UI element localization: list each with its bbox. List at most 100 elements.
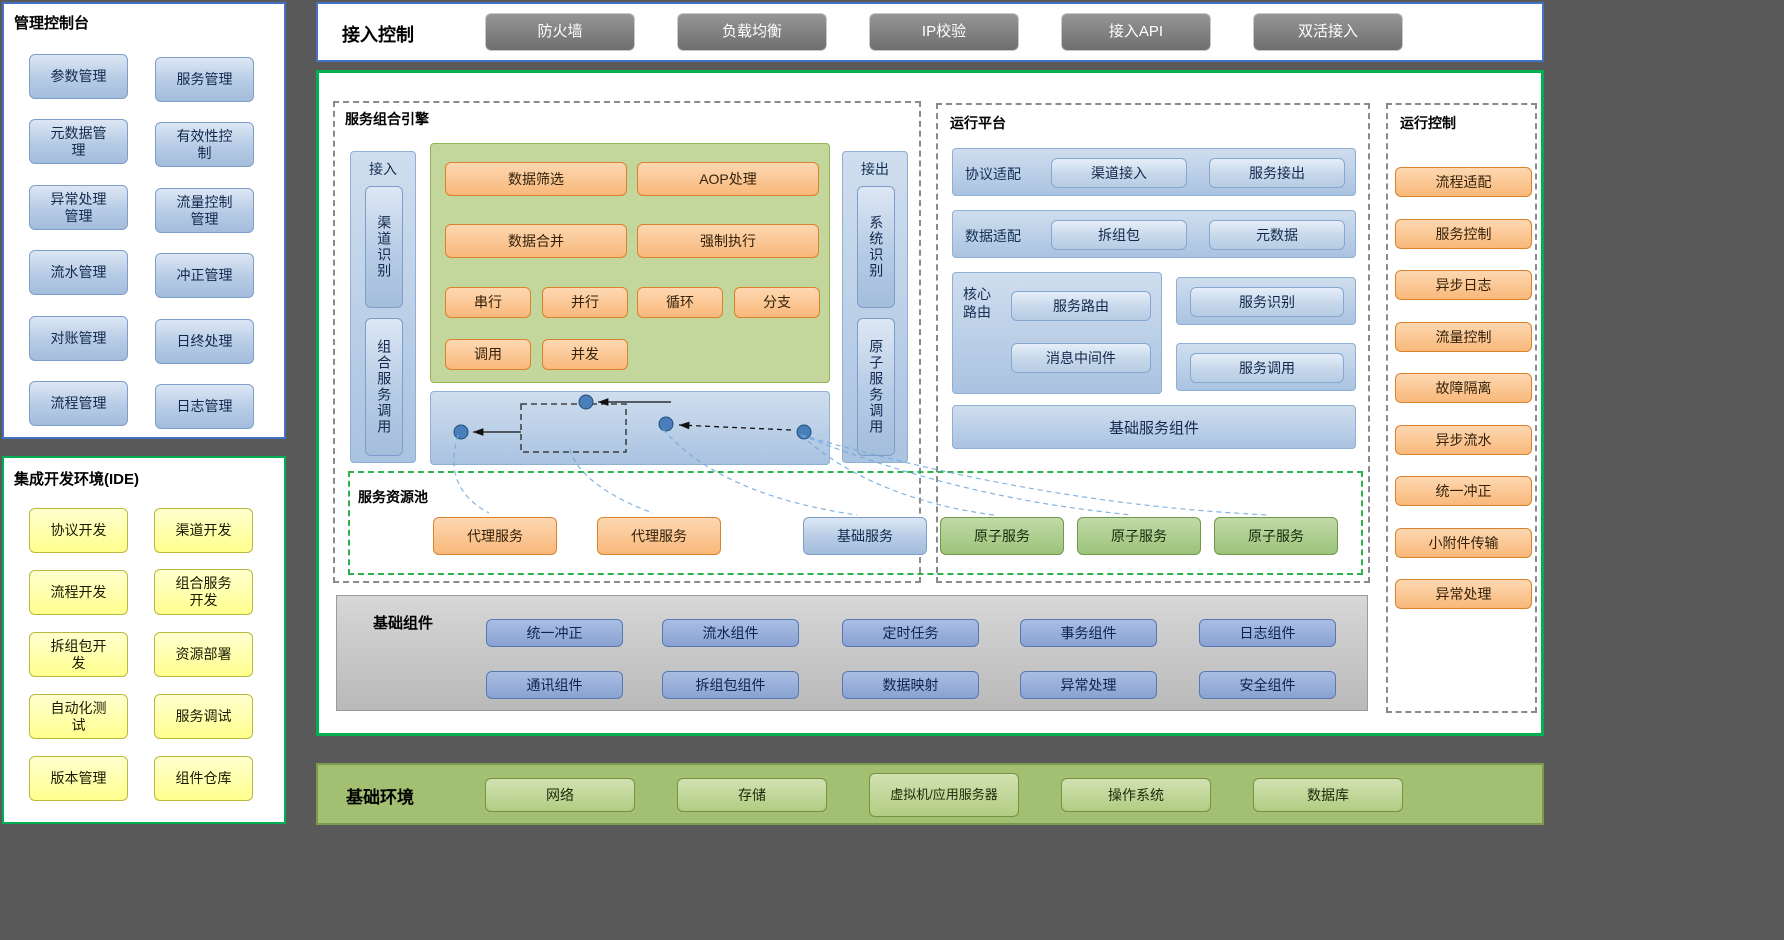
core-routing-label: 核心路由 — [963, 286, 991, 321]
control-node: 异步日志 — [1395, 270, 1532, 300]
engine-op-node: 调用 — [445, 339, 531, 370]
runtime-control-box: 运行控制 流程适配 服务控制 异步日志 流量控制 故障隔离 异步流水 统一冲正 … — [1386, 103, 1537, 713]
ide-node: 渠道开发 — [154, 508, 253, 553]
resource-pool-title: 服务资源池 — [358, 489, 428, 505]
engine-op-node: 串行 — [445, 287, 531, 318]
engine-op-node: 数据筛选 — [445, 162, 627, 196]
engine-inbound-node: 渠道识别 — [365, 186, 403, 308]
base-components-box: 基础组件 统一冲正 流水组件 定时任务 事务组件 日志组件 通讯组件 拆组包组件… — [336, 595, 1368, 711]
flow-diagram-box — [430, 391, 830, 465]
data-adapt-label: 数据适配 — [965, 228, 1021, 244]
control-node: 统一冲正 — [1395, 476, 1532, 506]
management-console-title: 管理控制台 — [14, 15, 90, 32]
engine-op-node: 并发 — [542, 339, 628, 370]
control-node: 小附件传输 — [1395, 528, 1532, 558]
core-routing-box: 核心路由 服务路由 消息中间件 — [952, 272, 1162, 394]
ide-node: 流程开发 — [29, 570, 128, 615]
console-node: 服务管理 — [155, 57, 254, 102]
engine-outbound-node: 系统识别 — [857, 186, 895, 308]
engine-title: 服务组合引擎 — [345, 111, 429, 127]
runtime-platform-title: 运行平台 — [950, 115, 1006, 131]
main-architecture-panel: 服务组合引擎 接入 渠道识别 组合服务调用 数据筛选 AOP处理 数据合并 强制… — [316, 70, 1544, 736]
pool-proxy-node: 代理服务 — [597, 517, 721, 555]
console-node: 流量控制管理 — [155, 188, 254, 233]
ide-node: 协议开发 — [29, 508, 128, 553]
environment-node: 虚拟机/应用服务器 — [869, 773, 1019, 817]
management-console-panel: 管理控制台 参数管理 元数据管理 异常处理管理 流水管理 对账管理 流程管理 服… — [2, 2, 286, 439]
component-node: 异常处理 — [1020, 671, 1157, 699]
data-adapt-row: 数据适配 拆组包 元数据 — [952, 210, 1356, 258]
engine-op-node: 循环 — [637, 287, 723, 318]
environment-node: 操作系统 — [1061, 778, 1211, 812]
component-node: 事务组件 — [1020, 619, 1157, 647]
service-identify-box: 服务识别 — [1176, 277, 1356, 325]
control-node: 异步流水 — [1395, 425, 1532, 455]
platform-node: 服务接出 — [1209, 158, 1345, 188]
control-node: 异常处理 — [1395, 579, 1532, 609]
ide-node: 拆组包开发 — [29, 632, 128, 677]
component-node: 数据映射 — [842, 671, 979, 699]
base-environment-bar: 基础环境 网络 存储 虚拟机/应用服务器 操作系统 数据库 — [316, 763, 1544, 825]
platform-node: 渠道接入 — [1051, 158, 1187, 188]
component-node: 通讯组件 — [486, 671, 623, 699]
access-node: 双活接入 — [1253, 13, 1403, 51]
environment-node: 网络 — [485, 778, 635, 812]
access-node: 负载均衡 — [677, 13, 827, 51]
runtime-control-title: 运行控制 — [1400, 115, 1456, 131]
ide-node: 资源部署 — [154, 632, 253, 677]
environment-node: 数据库 — [1253, 778, 1403, 812]
platform-node: 服务路由 — [1011, 291, 1151, 321]
platform-node: 服务识别 — [1190, 287, 1344, 317]
console-node: 流水管理 — [29, 250, 128, 295]
component-node: 统一冲正 — [486, 619, 623, 647]
console-node: 日志管理 — [155, 384, 254, 429]
component-node: 流水组件 — [662, 619, 799, 647]
protocol-adapt-row: 协议适配 渠道接入 服务接出 — [952, 148, 1356, 196]
access-control-panel: 接入控制 防火墙 负载均衡 IP校验 接入API 双活接入 — [316, 2, 1544, 62]
control-node: 流程适配 — [1395, 167, 1532, 197]
platform-node: 拆组包 — [1051, 220, 1187, 250]
access-node: IP校验 — [869, 13, 1019, 51]
pool-base-node: 基础服务 — [803, 517, 927, 555]
engine-op-node: 强制执行 — [637, 224, 819, 258]
console-node: 有效性控制 — [155, 122, 254, 167]
pool-proxy-node: 代理服务 — [433, 517, 557, 555]
engine-op-node: 并行 — [542, 287, 628, 318]
environment-node: 存储 — [677, 778, 827, 812]
platform-node: 服务调用 — [1190, 353, 1344, 383]
console-node: 流程管理 — [29, 381, 128, 426]
engine-inbound-label: 接入 — [369, 161, 397, 177]
access-control-title: 接入控制 — [342, 25, 414, 45]
ide-node: 组件仓库 — [154, 756, 253, 801]
component-node: 安全组件 — [1199, 671, 1336, 699]
engine-inbound-column: 接入 渠道识别 组合服务调用 — [350, 151, 416, 463]
control-node: 流量控制 — [1395, 322, 1532, 352]
service-composition-engine-box: 服务组合引擎 接入 渠道识别 组合服务调用 数据筛选 AOP处理 数据合并 强制… — [333, 101, 921, 583]
engine-outbound-column: 接出 系统识别 原子服务调用 — [842, 151, 908, 463]
control-node: 故障隔离 — [1395, 373, 1532, 403]
component-node: 拆组包组件 — [662, 671, 799, 699]
console-node: 参数管理 — [29, 54, 128, 99]
engine-inbound-node: 组合服务调用 — [365, 318, 403, 456]
engine-outbound-label: 接出 — [861, 161, 889, 177]
pool-atomic-node: 原子服务 — [1214, 517, 1338, 555]
ide-node: 服务调试 — [154, 694, 253, 739]
flow-diagram — [453, 394, 812, 453]
pool-atomic-node: 原子服务 — [940, 517, 1064, 555]
platform-node: 元数据 — [1209, 220, 1345, 250]
ide-panel: 集成开发环境(IDE) 协议开发 流程开发 拆组包开发 自动化测试 版本管理 渠… — [2, 456, 286, 824]
access-node: 接入API — [1061, 13, 1211, 51]
console-node: 异常处理管理 — [29, 185, 128, 230]
component-node: 日志组件 — [1199, 619, 1336, 647]
console-node: 对账管理 — [29, 316, 128, 361]
base-service-components-bar: 基础服务组件 — [952, 405, 1356, 449]
ide-node: 版本管理 — [29, 756, 128, 801]
console-node: 元数据管理 — [29, 119, 128, 164]
service-invoke-box: 服务调用 — [1176, 343, 1356, 391]
base-components-title: 基础组件 — [373, 615, 434, 632]
base-environment-title: 基础环境 — [346, 788, 414, 807]
engine-op-node: AOP处理 — [637, 162, 819, 196]
ide-node: 组合服务开发 — [154, 569, 253, 615]
console-node: 日终处理 — [155, 319, 254, 364]
